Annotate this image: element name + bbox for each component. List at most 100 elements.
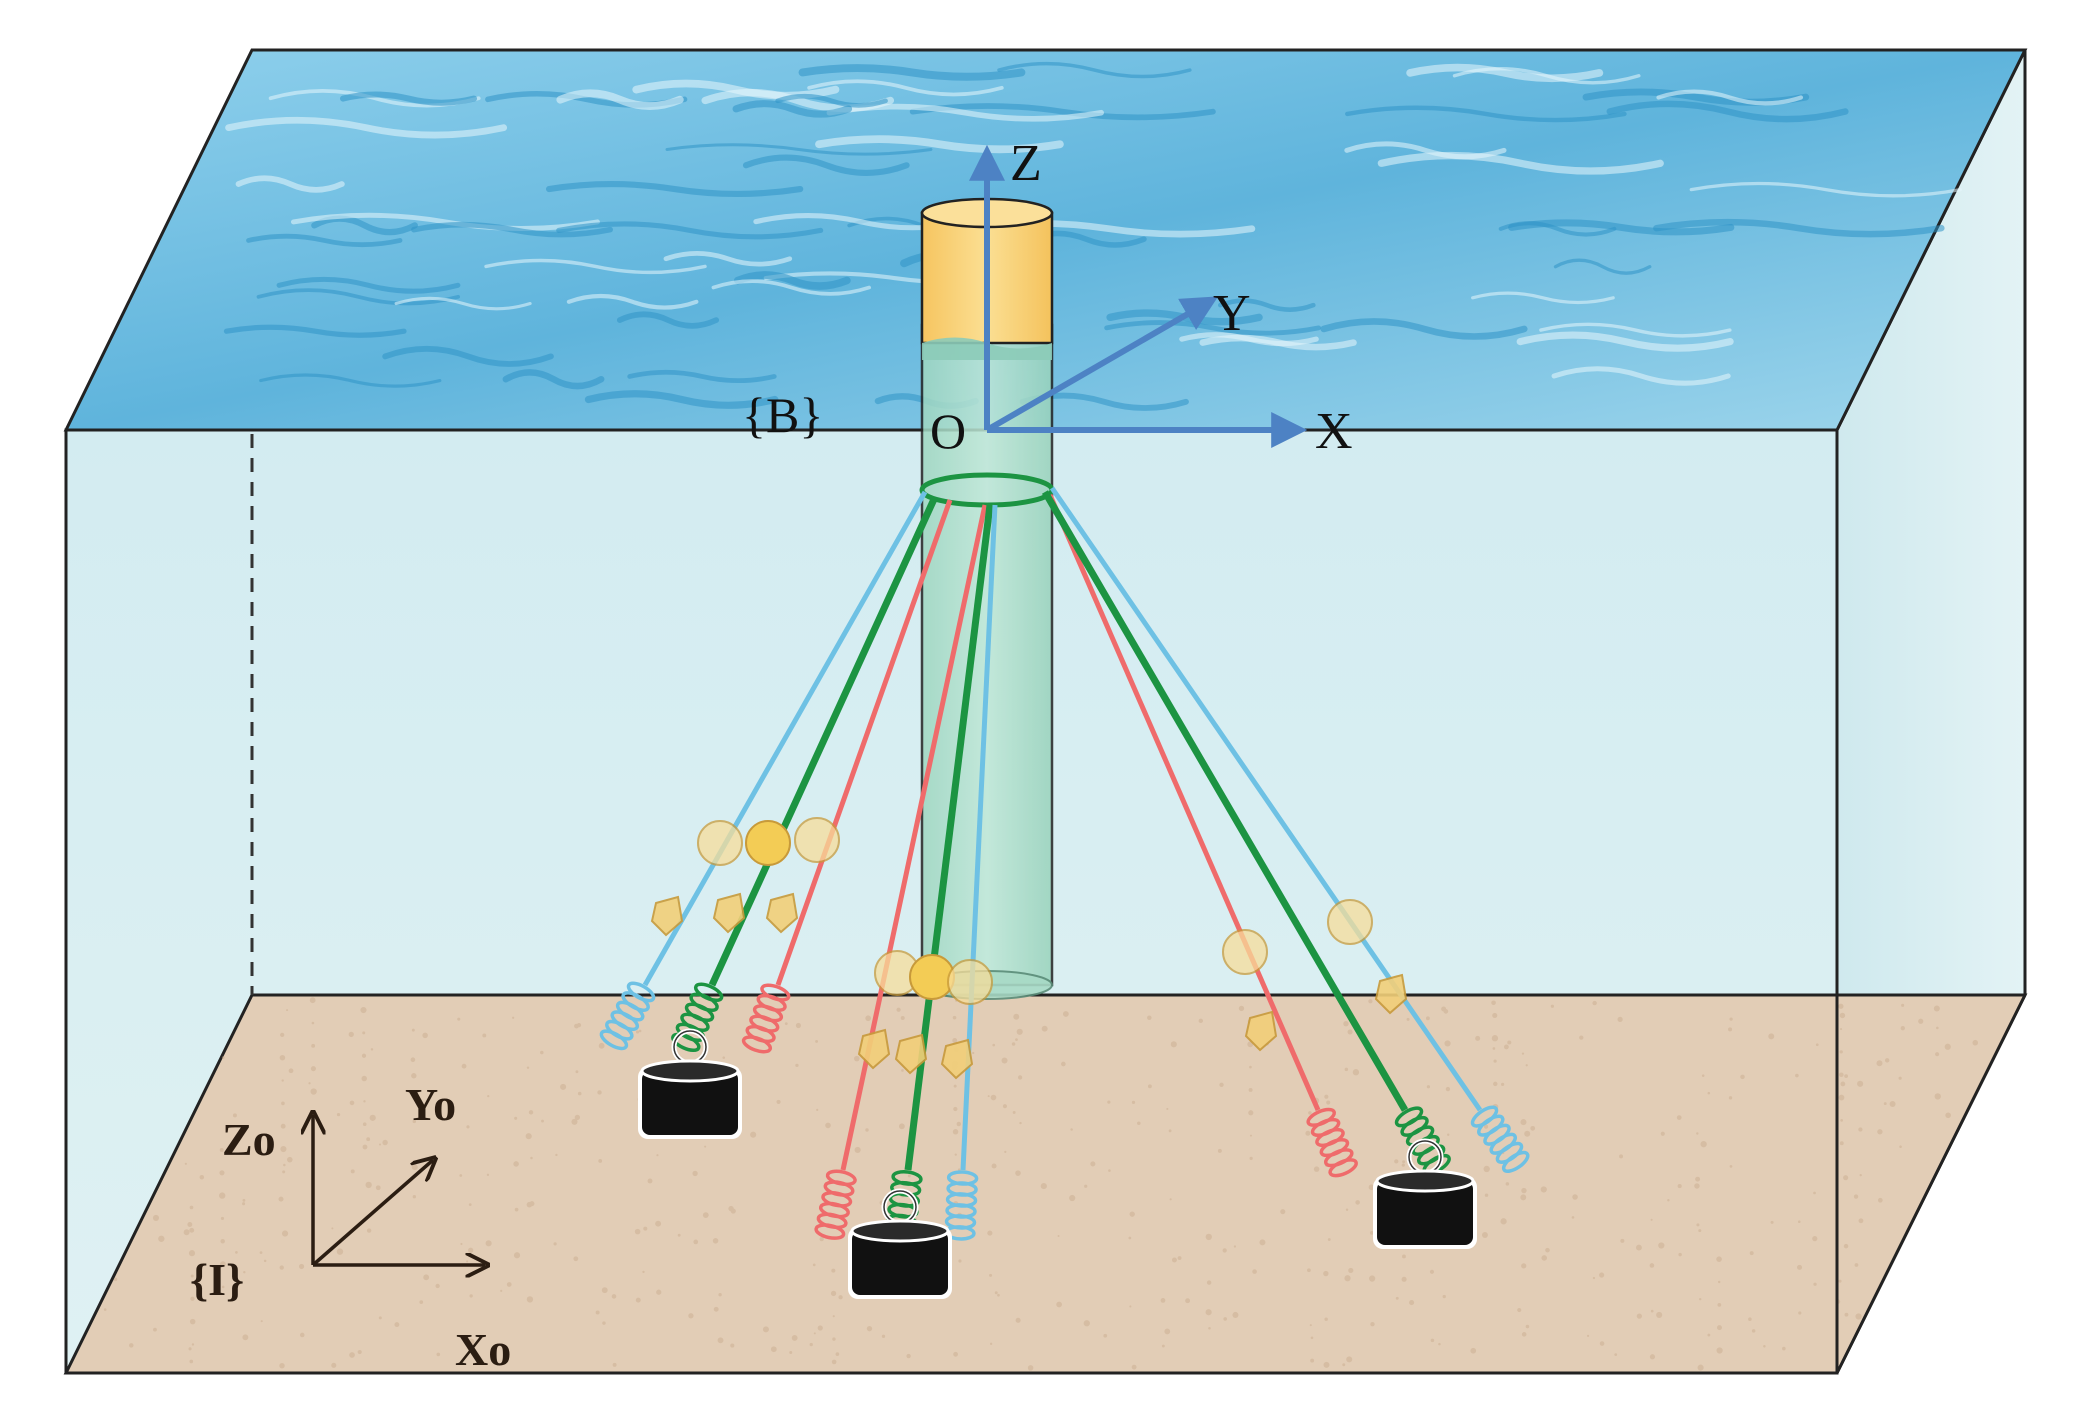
wave-stroke xyxy=(1452,66,1641,85)
sand-grain xyxy=(901,1069,904,1072)
sand-grain xyxy=(1248,1110,1254,1116)
buoyancy-float xyxy=(947,959,993,1005)
wave-stroke xyxy=(815,135,1064,154)
sand-grain xyxy=(1524,1130,1531,1137)
sand-grain xyxy=(311,1043,316,1048)
sand-grain xyxy=(526,1066,530,1069)
sand-grain xyxy=(189,1227,195,1233)
sand-grain xyxy=(1040,1182,1047,1190)
sand-grain xyxy=(1170,1041,1177,1048)
sand-grain xyxy=(410,1057,416,1063)
wave-stroke xyxy=(1498,221,1617,237)
sand-grain xyxy=(1369,1231,1374,1235)
sand-grain xyxy=(1636,1313,1642,1319)
wave-stroke xyxy=(394,296,532,311)
sand-grain xyxy=(190,1296,195,1301)
sand-grain xyxy=(310,1066,316,1072)
wave-stroke xyxy=(663,251,793,267)
sand-grain xyxy=(411,1073,417,1079)
sand-grain xyxy=(817,1325,823,1331)
green-mooring-line xyxy=(708,495,939,987)
sand-grain xyxy=(1185,1298,1191,1304)
sand-grain xyxy=(907,1174,911,1178)
sand-grain xyxy=(1061,1061,1066,1067)
sand-grain xyxy=(1062,1011,1069,1017)
wave-stroke xyxy=(311,215,418,236)
sand-grain xyxy=(577,1091,582,1096)
sand-grain xyxy=(1658,1242,1665,1249)
sand-grain xyxy=(991,1163,997,1169)
sand-grain xyxy=(795,1063,799,1068)
sand-grain xyxy=(1853,1194,1859,1199)
sand-grain xyxy=(1813,1282,1817,1286)
sand-grain xyxy=(242,1334,249,1341)
sand-grain xyxy=(598,1042,605,1049)
sand-grain xyxy=(219,1192,226,1199)
sand-grain xyxy=(487,1095,490,1098)
sand-grain xyxy=(526,1296,534,1303)
sand-grain xyxy=(514,1207,519,1212)
sand-grain xyxy=(1217,1148,1222,1153)
wave-stroke xyxy=(1689,181,1963,198)
sand-grain xyxy=(952,1129,959,1135)
sand-grain xyxy=(1492,1047,1496,1050)
sand-grain xyxy=(199,1175,205,1180)
sand-grain xyxy=(791,1334,798,1341)
sand-grain xyxy=(1503,1044,1509,1050)
sand-grain xyxy=(1716,1256,1722,1263)
sand-grain xyxy=(1370,1322,1375,1327)
z-axis-label: Z xyxy=(1010,135,1042,192)
wave-stroke xyxy=(545,181,804,198)
sand-grain xyxy=(1425,1016,1430,1021)
sand-grain xyxy=(1695,1176,1701,1182)
wave-stroke xyxy=(1539,322,1732,338)
spring-coil xyxy=(1470,1105,1530,1173)
wave-stroke xyxy=(1345,105,1627,123)
sand-grain xyxy=(1355,1200,1360,1205)
sand-grain xyxy=(221,1056,225,1060)
sand-grain xyxy=(468,1247,474,1253)
sand-grain xyxy=(812,1263,816,1267)
sand-grain xyxy=(259,1251,263,1255)
wave-stroke xyxy=(1606,100,1849,123)
clump-weight xyxy=(894,1033,928,1075)
sand-grain xyxy=(1346,1356,1353,1363)
sand-grain xyxy=(713,1306,719,1312)
sand-grain xyxy=(611,1294,617,1299)
wave-stroke xyxy=(909,103,1216,121)
sand-grain xyxy=(1402,1160,1406,1164)
buoyancy-float xyxy=(1222,929,1268,975)
wave-stroke xyxy=(1551,366,1731,386)
sand-grain xyxy=(1001,1057,1008,1064)
sand-grain xyxy=(528,1110,534,1115)
sand-grain xyxy=(1505,1182,1510,1186)
sand-grain xyxy=(1729,1164,1733,1168)
sand-grain xyxy=(597,1090,602,1095)
sand-grain xyxy=(1166,1107,1169,1111)
sand-grain xyxy=(362,1144,368,1150)
sand-grain xyxy=(1716,1325,1722,1331)
sand-grain xyxy=(1813,1191,1816,1195)
sand-grain xyxy=(1164,1328,1171,1335)
sand-grain xyxy=(350,1169,355,1174)
sand-grain xyxy=(1430,1338,1435,1343)
sand-grain xyxy=(1770,1220,1774,1224)
sand-grain xyxy=(541,1119,544,1123)
sand-grain xyxy=(1206,1280,1212,1285)
sand-grain xyxy=(832,1337,836,1341)
sand-grain xyxy=(1070,1128,1073,1131)
sand-grain xyxy=(235,1250,238,1254)
sand-grain xyxy=(730,1343,735,1348)
sand-grain xyxy=(1889,1101,1896,1107)
sand-grain xyxy=(530,1156,533,1160)
wave-stroke xyxy=(1179,332,1319,347)
sand-grain xyxy=(1002,1104,1008,1109)
sand-grain xyxy=(1812,1236,1818,1242)
sand-grain xyxy=(1019,1121,1022,1125)
clump-weight xyxy=(1244,1010,1278,1052)
sand-grain xyxy=(1252,1269,1257,1274)
sand-grain xyxy=(1208,1326,1211,1330)
sand-grain xyxy=(954,1153,957,1156)
wave-stroke xyxy=(1656,89,1804,106)
